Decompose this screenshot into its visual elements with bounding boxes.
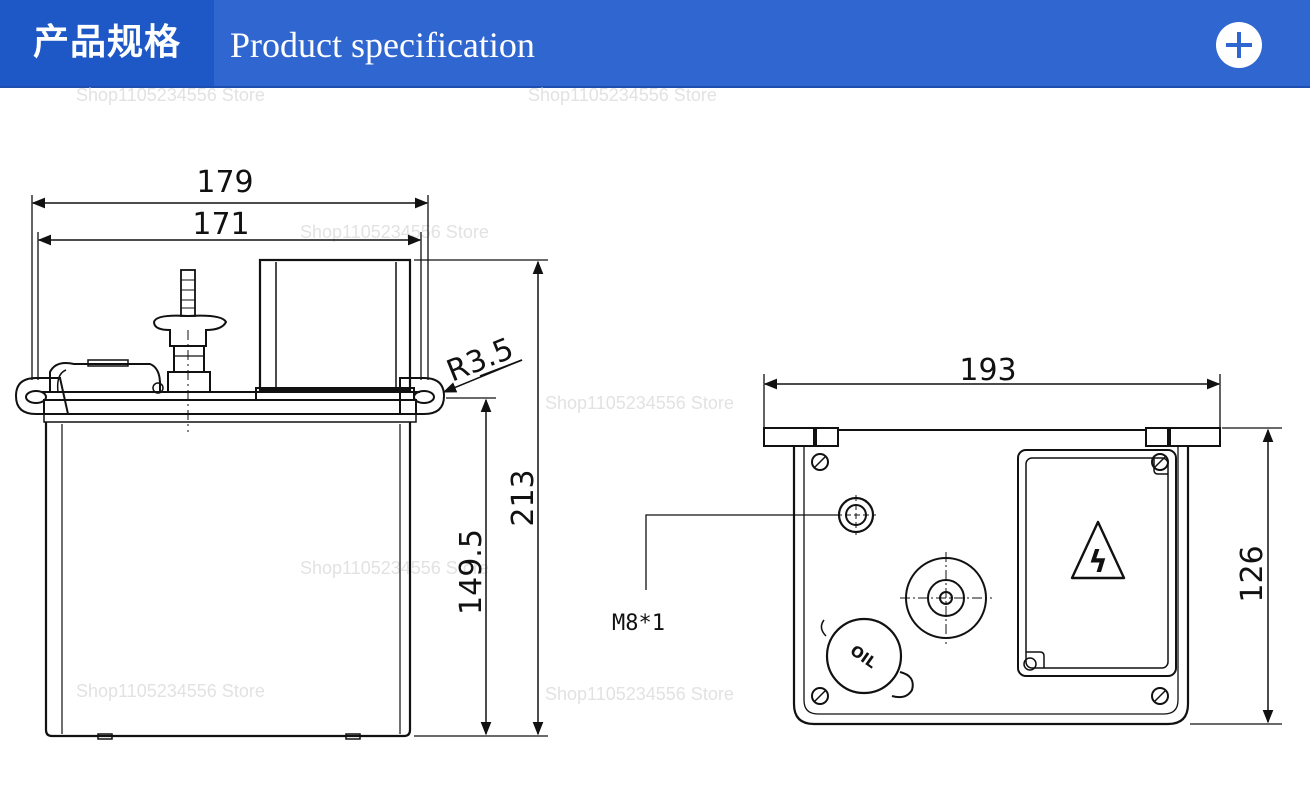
bottom-view bbox=[645, 374, 1282, 726]
dim-171-label: 171 bbox=[192, 207, 249, 242]
title-chinese: 产品规格 bbox=[0, 0, 214, 86]
dim-r3-5-label: R3.5 bbox=[442, 331, 519, 389]
port-label-m8: M8*1 bbox=[612, 611, 665, 636]
watermark-4: Shop1105234556 Store bbox=[545, 393, 734, 413]
header-bar: 产品规格 Product specification bbox=[0, 0, 1310, 88]
dim-149-5-label: 149.5 bbox=[454, 529, 489, 615]
dim-213-label: 213 bbox=[506, 469, 541, 526]
watermark-6: Shop1105234556 Store bbox=[76, 681, 265, 701]
watermark-7: Shop1105234556 Store bbox=[545, 684, 734, 704]
watermark-2: Shop1105234556 Store bbox=[528, 85, 717, 105]
watermark-5: Shop1105234556 Store bbox=[300, 558, 489, 578]
dim-126-label: 126 bbox=[1235, 545, 1270, 602]
high-voltage-warning-icon: ϟ bbox=[1088, 545, 1108, 580]
dim-193-label: 193 bbox=[959, 353, 1016, 388]
title-english: Product specification bbox=[230, 25, 535, 65]
watermark-1: Shop1105234556 Store bbox=[76, 85, 265, 105]
dim-179-label: 179 bbox=[196, 165, 253, 200]
oil-cap-label: OIL bbox=[847, 641, 881, 672]
expand-plus-icon[interactable] bbox=[1216, 22, 1262, 68]
front-view bbox=[14, 195, 548, 740]
